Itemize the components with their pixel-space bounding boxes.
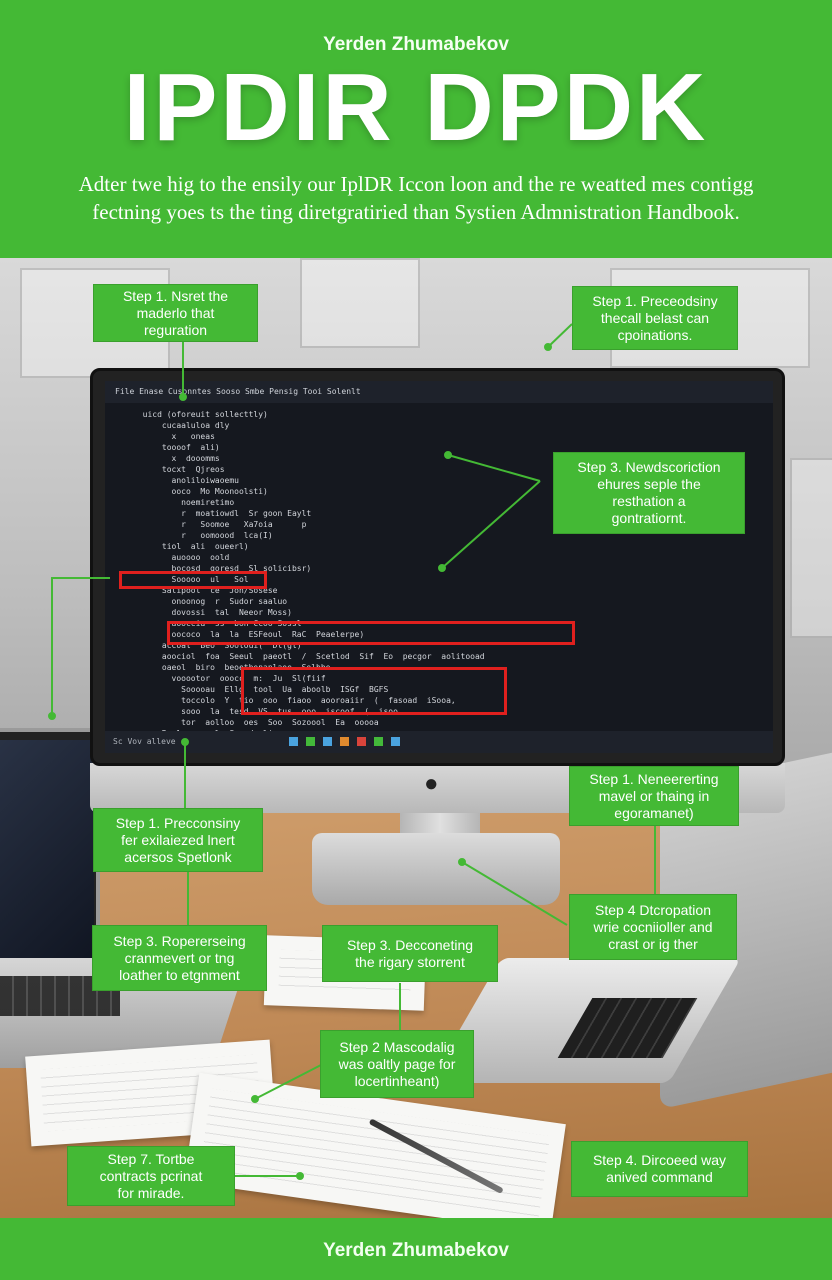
taskbar-app-icon	[340, 737, 349, 746]
code-line: vooootor ooocc m: Ju Sl(fiif	[133, 674, 326, 683]
os-taskbar[interactable]: Sc Vov alleve	[105, 731, 773, 753]
highlight-box	[241, 667, 507, 715]
taskbar-app-icon	[391, 737, 400, 746]
callout-step-a: Step 1. Nsret the maderlo that reguratio…	[93, 284, 258, 342]
callout-step-h: Step 3. Decconeting the rigary storrent	[322, 925, 498, 982]
callout-step-b: Step 1. Preceodsiny thecall belast can c…	[572, 286, 738, 350]
code-line: r oomoood lca(I)	[133, 531, 273, 540]
author-name-top: Yerden Zhumabekov	[323, 34, 509, 55]
taskbar-label: Sc Vov alleve	[113, 737, 176, 746]
code-line: toccolo Y tio ooo fiaoo aooroaiir ( faso…	[133, 696, 456, 705]
desktop-monitor: File Enase Cusonntes Sooso Smbe Pensig T…	[90, 368, 785, 766]
code-line: x oneas	[133, 432, 215, 441]
cover-footer: Yerden Zhumabekov	[0, 1218, 832, 1280]
left-laptop-lid	[0, 728, 100, 988]
book-title: IPDIR DPDK	[123, 54, 709, 161]
callout-step-j: Step 7. Tortbe contracts pcrinat for mir…	[67, 1146, 235, 1206]
callout-step-g: Step 3. Ropererseing cranmevert or tng l…	[92, 925, 267, 991]
monitor-stand-base	[312, 833, 560, 905]
code-line: noemiretimo	[133, 498, 235, 507]
taskbar-app-icon	[357, 737, 366, 746]
code-line: oococo la la ESFeoul RaC Peaelerpe)	[133, 630, 365, 639]
taskbar-app-icon	[289, 737, 298, 746]
author-name-bottom: Yerden Zhumabekov	[323, 1240, 509, 1261]
code-line: accoal Beo Sooloui( Dl(gl)	[133, 641, 302, 650]
code-line: tocxt Qjreos	[133, 465, 225, 474]
code-editor-screen: File Enase Cusonntes Sooso Smbe Pensig T…	[105, 381, 773, 753]
taskbar-app-icon	[323, 737, 332, 746]
background-window	[790, 458, 832, 638]
highlight-box	[119, 571, 267, 589]
callout-step-c: Step 3. Newdscoriction ehures seple the …	[553, 452, 745, 534]
code-line: onoonog r Sudor saaluo	[133, 597, 288, 606]
callout-step-k: Step 4. Dircoeed way anived command	[571, 1141, 748, 1197]
code-line: bocosd goresd Sl solicibsr)	[133, 564, 312, 573]
code-line: uicd (oforeuit sollecttly)	[133, 410, 268, 419]
cover-header: Yerden Zhumabekov IPDIR DPDK Adter twe h…	[0, 0, 832, 258]
code-line: tor aolloo oes Soo Sozoool Ea ooooa	[133, 718, 379, 727]
code-line: anoliloiwaoemu	[133, 476, 239, 485]
code-line: Salipool ce Jon/Sosese	[133, 586, 278, 595]
code-line: Sooooo ul Sol	[133, 575, 249, 584]
code-line: Sooooau Ellg tool Ua aboolb ISGf BGFS	[133, 685, 389, 694]
callout-step-e: Step 1. Precconsiny fer exilaiezed lnert…	[93, 808, 263, 872]
code-line: ooco Mo Moonoolsti)	[133, 487, 268, 496]
book-subtitle: Adter twe hig to the ensily our IplDR Ic…	[78, 172, 754, 224]
code-line: dovossi tal Neeor Moss)	[133, 608, 292, 617]
code-line: r moatiowdl Sr goon Eaylt	[133, 509, 312, 518]
code-line: auoooo oold	[133, 553, 230, 562]
code-line: aoociol foa Seeul paeotl / Scetlod Sif E…	[133, 652, 485, 661]
code-line: r Soomoe Xa7oia p	[133, 520, 307, 529]
highlight-box	[167, 621, 575, 645]
background-window	[300, 258, 420, 348]
code-listing: uicd (oforeuit sollecttly) cucaaluloa dl…	[105, 403, 773, 739]
apple-logo-icon: ●	[424, 770, 439, 797]
code-line: tiol ali oueerl)	[133, 542, 249, 551]
code-line: toooof ali)	[133, 443, 220, 452]
callout-step-i: Step 2 Mascodalig was oaltly page for lo…	[320, 1030, 474, 1098]
code-line: sooo la tesd VS tus ooo iscoof ( isoo	[133, 707, 398, 716]
code-line: cucaaluloa dly	[133, 421, 230, 430]
code-line: x dooomms	[133, 454, 220, 463]
taskbar-app-icon	[374, 737, 383, 746]
callout-step-d: Step 1. Neneererting mavel or thaing in …	[569, 766, 739, 826]
taskbar-app-icon	[306, 737, 315, 746]
left-laptop-screen	[0, 740, 94, 975]
editor-menubar[interactable]: File Enase Cusonntes Sooso Smbe Pensig T…	[105, 381, 773, 403]
callout-step-f: Step 4 Dtcropation wrie cocniioller and …	[569, 894, 737, 960]
